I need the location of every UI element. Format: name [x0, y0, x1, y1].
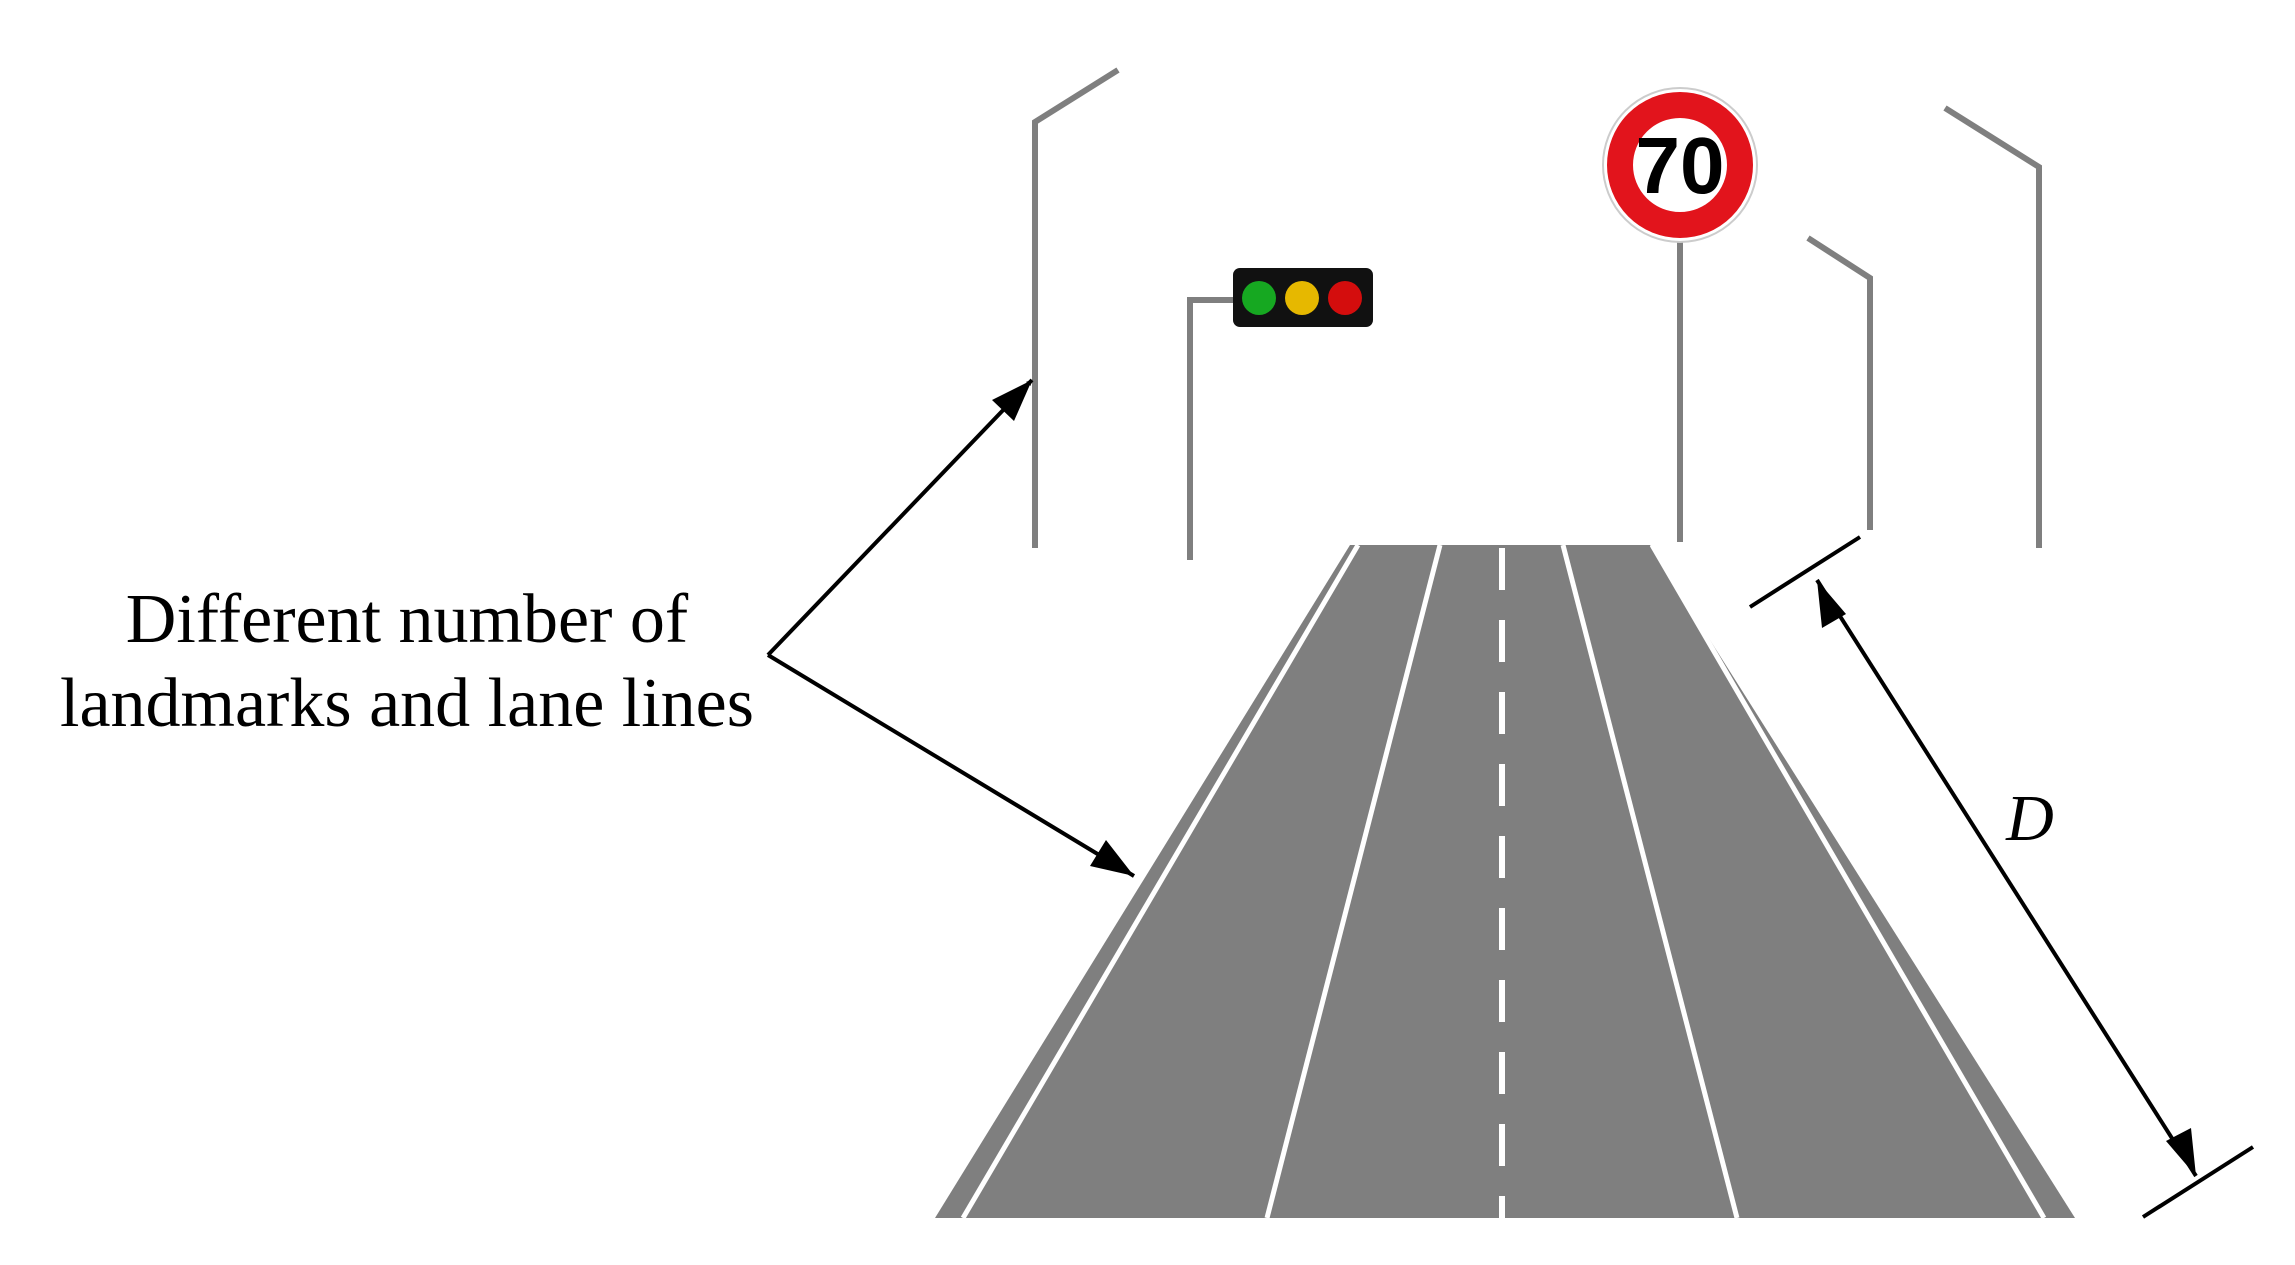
speed-sign-value: 70 — [1636, 121, 1725, 210]
speed-limit-sign-icon: 70 — [1602, 87, 1758, 243]
lane-line-right-inner — [1560, 544, 1740, 1219]
landmark-pole-right-tall — [1943, 105, 2042, 548]
traffic-light-lamp-green — [1242, 281, 1276, 315]
arrow-to-pole-head — [992, 380, 1032, 421]
caption-annotation: Different number of landmarks and lane l… — [60, 378, 1136, 878]
dimension-arrowhead-bottom — [2166, 1128, 2196, 1176]
lane-line-right-edge — [1649, 543, 2047, 1220]
landmark-pole-left-tall — [1032, 67, 1120, 548]
caption-line-2: landmarks and lane lines — [60, 665, 754, 742]
speed-sign-ring — [1607, 92, 1753, 238]
traffic-light-lamp-yellow — [1285, 281, 1319, 315]
road — [935, 543, 2075, 1220]
dimension-line — [1815, 578, 2198, 1178]
distance-dimension: D — [1748, 535, 2255, 1219]
dimension-tick-top — [1748, 535, 1862, 609]
road-surface — [935, 545, 2075, 1218]
lane-line-left-edge — [960, 543, 1361, 1220]
traffic-light-pole — [1187, 297, 1235, 560]
caption-line-1: Different number of — [126, 581, 689, 658]
lane-line-left-inner — [1264, 544, 1443, 1219]
traffic-light-lamp-red — [1328, 281, 1362, 315]
arrow-to-lane-line-head — [1090, 840, 1134, 876]
arrow-to-pole — [766, 378, 1034, 657]
traffic-light-icon — [1233, 268, 1373, 327]
dimension-arrowhead-top — [1817, 580, 1846, 628]
arrow-to-lane-line — [766, 653, 1136, 878]
landmark-pole-right-short — [1806, 235, 1873, 530]
dimension-tick-bottom — [2141, 1145, 2255, 1219]
distance-label: D — [2005, 782, 2054, 855]
landmarks — [1032, 67, 2042, 560]
